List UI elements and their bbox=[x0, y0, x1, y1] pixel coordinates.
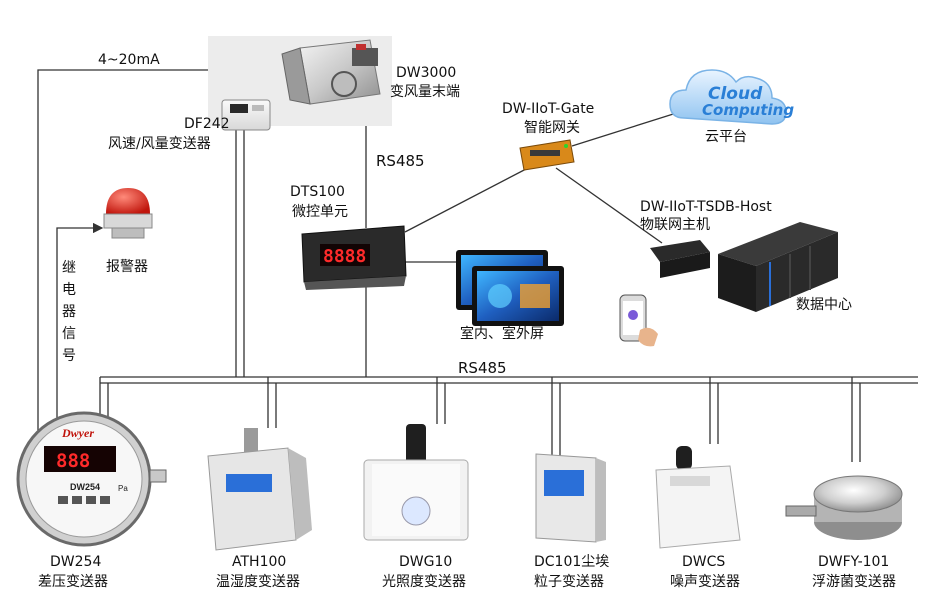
device-dwcs-name: 噪声变送器 bbox=[670, 574, 740, 590]
device-labels: DW254 差压变送器 ATH100 温湿度变送器 DWG10 光照度变送器 D… bbox=[38, 554, 896, 590]
device-dwfy101-model: DWFY-101 bbox=[818, 554, 889, 570]
phone-device bbox=[619, 294, 658, 347]
device-ath100-name: 温湿度变送器 bbox=[216, 574, 300, 590]
device-dw254-name: 差压变送器 bbox=[38, 574, 108, 590]
dc101-device bbox=[535, 453, 606, 543]
dw254-display: 888 bbox=[56, 450, 90, 472]
cloud-word-2: Computing bbox=[702, 101, 794, 119]
dw3000-model-label: DW3000 bbox=[396, 65, 456, 81]
rs485-top-label: RS485 bbox=[376, 152, 425, 170]
dw254-device bbox=[16, 411, 167, 547]
analog-signal-label: 4~20mA bbox=[98, 52, 160, 68]
dw254-brand: Dwyer bbox=[61, 426, 94, 440]
cloud-icon bbox=[669, 69, 787, 125]
dw3000-name-label: 变风量末端 bbox=[390, 84, 460, 100]
screens-label: 室内、室外屏 bbox=[460, 325, 544, 342]
svg-text:器: 器 bbox=[62, 304, 76, 320]
device-dwcs-model: DWCS bbox=[682, 554, 725, 570]
cloud-platform-label: 云平台 bbox=[705, 129, 747, 145]
ath100-device bbox=[207, 428, 312, 551]
svg-text:电: 电 bbox=[62, 282, 76, 298]
device-dwg10-name: 光照度变送器 bbox=[382, 574, 466, 590]
datacenter-device bbox=[718, 222, 838, 312]
gateway-device bbox=[519, 139, 575, 171]
dw254-face-label: DW254 bbox=[70, 482, 100, 492]
svg-text:继: 继 bbox=[62, 260, 76, 276]
dw254-unit: Pa bbox=[118, 484, 128, 493]
svg-text:信: 信 bbox=[62, 326, 76, 342]
dts-to-gateway-line bbox=[404, 167, 529, 233]
gateway-name-label: 智能网关 bbox=[524, 120, 580, 136]
host-device bbox=[650, 240, 710, 278]
df242-device bbox=[221, 99, 271, 131]
relay-signal-label: 继 电 器 信 号 bbox=[62, 260, 76, 364]
dwfy101-device bbox=[785, 475, 903, 540]
df242-model-label: DF242 bbox=[184, 116, 230, 132]
device-dwfy101-name: 浮游菌变送器 bbox=[812, 574, 896, 590]
host-name-label: 物联网主机 bbox=[640, 217, 710, 233]
screens-device bbox=[456, 250, 564, 326]
host-model-label: DW-IIoT-TSDB-Host bbox=[640, 199, 772, 215]
gateway-to-host-line bbox=[555, 167, 663, 244]
datacenter-label: 数据中心 bbox=[796, 297, 852, 313]
svg-text:号: 号 bbox=[62, 348, 76, 364]
relay-signal-line bbox=[56, 222, 104, 445]
device-dwg10-model: DWG10 bbox=[399, 554, 452, 570]
rs485-bus-label: RS485 bbox=[458, 359, 507, 377]
alarm-label: 报警器 bbox=[106, 259, 148, 275]
dwcs-device bbox=[655, 446, 741, 549]
device-dw254-model: DW254 bbox=[50, 554, 101, 570]
device-ath100-model: ATH100 bbox=[232, 554, 286, 570]
device-dc101-model: DC101尘埃 bbox=[534, 554, 609, 570]
dts100-name-label: 微控单元 bbox=[292, 204, 348, 220]
cloud-word-1: Cloud bbox=[708, 84, 763, 104]
dts100-model-label: DTS100 bbox=[290, 184, 345, 200]
wiring bbox=[37, 64, 918, 462]
dts100-display: 8888 bbox=[323, 246, 366, 267]
df242-name-label: 风速/风量变送器 bbox=[108, 136, 211, 152]
gateway-to-cloud-line bbox=[571, 109, 687, 147]
dwg10-device bbox=[363, 424, 469, 541]
gateway-model-label: DW-IIoT-Gate bbox=[502, 101, 594, 117]
alarm-device bbox=[103, 188, 153, 239]
device-dc101-name: 粒子变送器 bbox=[534, 574, 604, 590]
dts100-device bbox=[301, 225, 407, 290]
